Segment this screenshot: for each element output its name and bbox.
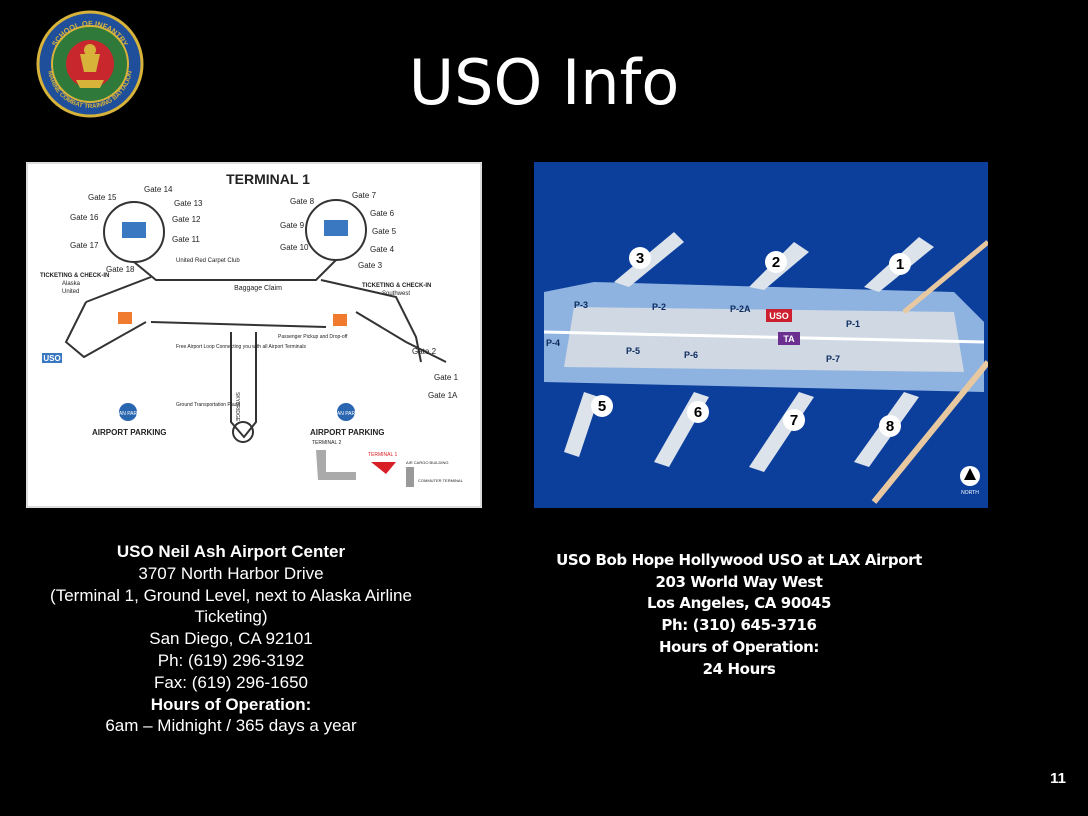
baggage-claim-label: Baggage Claim bbox=[234, 285, 282, 292]
gate-label: Gate 4 bbox=[370, 245, 395, 254]
terminal1-heading: TERMINAL 1 bbox=[226, 171, 310, 187]
gate-label: Gate 10 bbox=[280, 243, 309, 252]
parking-label: P-2 bbox=[652, 302, 666, 312]
san-diego-phone: Ph: (619) 296-3192 bbox=[157, 650, 305, 670]
terminal-number: 2 bbox=[772, 254, 780, 271]
terminal-badge bbox=[591, 395, 613, 417]
parking-label: P-4 bbox=[546, 338, 560, 348]
terminal-badge bbox=[889, 253, 911, 275]
terminal-badge bbox=[687, 401, 709, 423]
san-park-badge-left: SAN PARK bbox=[116, 411, 142, 417]
terminal-number: 5 bbox=[598, 398, 606, 415]
parking-label: P-6 bbox=[684, 350, 698, 360]
airport-parking-right: AIRPORT PARKING bbox=[310, 428, 385, 437]
north-label: NORTH bbox=[961, 490, 979, 496]
slide-title: USO Info bbox=[408, 46, 680, 119]
lax-uso-tag: USO bbox=[769, 311, 789, 321]
san-diego-terminal-map: TERMINAL 1 USO Gate 14 Gate 15 Gate 13 Gate… bbox=[26, 162, 482, 508]
inset-terminal2: TERMINAL 2 bbox=[312, 440, 341, 446]
lax-uso-info: USO Bob Hope Hollywood USO at LAX Airpor… bbox=[548, 550, 930, 680]
san-park-badge-right: SAN PARK bbox=[334, 411, 360, 417]
terminal-number: 7 bbox=[790, 412, 798, 429]
airport-parking-left: AIRPORT PARKING bbox=[92, 428, 167, 437]
ground-transport-label: Ground Transportation Plaza bbox=[176, 402, 240, 408]
lax-ta-tag: TA bbox=[783, 334, 795, 344]
ticketing-left-airline1: Alaska bbox=[62, 281, 81, 287]
san-diego-fax: Fax: (619) 296-1650 bbox=[153, 672, 309, 692]
terminal-number: 1 bbox=[896, 256, 904, 273]
san-diego-hours-label: Hours of Operation: bbox=[150, 694, 312, 714]
ticketing-right-label: TICKETING & CHECK-IN bbox=[362, 283, 431, 289]
terminal-badge bbox=[879, 415, 901, 437]
parking-label: P-2A bbox=[730, 304, 751, 314]
san-diego-city: San Diego, CA 92101 bbox=[149, 629, 313, 649]
gate-label: Gate 13 bbox=[174, 199, 203, 208]
inset-commuter: COMMUTER TERMINAL bbox=[418, 478, 464, 483]
san-diego-location-note: (Terminal 1, Ground Level, next to Alask… bbox=[50, 585, 412, 627]
terminal-number: 6 bbox=[694, 404, 702, 421]
lax-hours-label: Hours of Operation: bbox=[658, 637, 819, 656]
lax-phone: Ph: (310) 645-3716 bbox=[661, 616, 817, 635]
gate-label: Gate 9 bbox=[280, 221, 305, 230]
gate-label: Gate 7 bbox=[352, 191, 377, 200]
terminal-badge bbox=[783, 409, 805, 431]
school-of-infantry-seal: SCHOOL OF INFANTRY MARINE COMBAT TRAININ… bbox=[36, 10, 144, 118]
ticketing-right-airline: Southwest bbox=[382, 291, 410, 297]
page-number: 11 bbox=[1050, 770, 1066, 787]
gate-label: Gate 5 bbox=[372, 227, 397, 236]
gate-label: Gate 11 bbox=[172, 235, 200, 244]
inset-terminal1: TERMINAL 1 bbox=[368, 452, 397, 458]
san-diego-address: 3707 North Harbor Drive bbox=[138, 563, 324, 583]
lax-hours: 24 Hours bbox=[702, 659, 776, 678]
gate-label: Gate 1A bbox=[428, 391, 458, 400]
parking-label: P-1 bbox=[846, 319, 860, 329]
gate-label: Gate 17 bbox=[70, 241, 99, 250]
parking-label: P-5 bbox=[626, 346, 640, 356]
gate-label: Gate 16 bbox=[70, 213, 99, 222]
lax-city: Los Angeles, CA 90045 bbox=[646, 594, 831, 613]
gate-label: Gate 3 bbox=[358, 261, 383, 270]
gate-label: Gate 6 bbox=[370, 209, 395, 218]
airport-loop-label: Free Airport Loop Connecting you with al… bbox=[176, 344, 306, 350]
terminal-badge bbox=[629, 247, 651, 269]
parking-label: P-7 bbox=[826, 354, 840, 364]
terminal-badge bbox=[765, 251, 787, 273]
inset-air-cargo: AIR CARGO BUILDING bbox=[406, 460, 448, 465]
lax-address: 203 World Way West bbox=[655, 572, 823, 591]
san-diego-uso-info: USO Neil Ash Airport Center 3707 North H… bbox=[40, 541, 422, 737]
gate-label: Gate 15 bbox=[88, 193, 117, 202]
pickup-label: Passenger Pickup and Drop-off bbox=[278, 334, 348, 340]
gate-label: Gate 2 bbox=[412, 347, 437, 356]
parking-label: P-3 bbox=[574, 300, 588, 310]
ticketing-left-label: TICKETING & CHECK-IN bbox=[40, 273, 109, 279]
san-diego-uso-tag: USO bbox=[43, 354, 60, 363]
skybridge-label: SKYBRIDGE bbox=[234, 392, 240, 422]
terminal-number: 8 bbox=[886, 418, 894, 435]
lax-uso-name: USO Bob Hope Hollywood USO at LAX Airpor… bbox=[556, 551, 922, 569]
gate-label: Gate 8 bbox=[290, 197, 315, 206]
gate-label: Gate 12 bbox=[172, 215, 201, 224]
san-diego-uso-name: USO Neil Ash Airport Center bbox=[116, 542, 346, 561]
red-carpet-label: United Red Carpet Club bbox=[176, 258, 240, 264]
ticketing-left-airline2: United bbox=[62, 289, 79, 295]
gate-label: Gate 1 bbox=[434, 373, 459, 382]
terminal-number: 3 bbox=[636, 250, 644, 267]
san-diego-hours: 6am – Midnight / 365 days a year bbox=[105, 716, 357, 736]
gate-label: Gate 18 bbox=[106, 265, 135, 274]
gate-label: Gate 14 bbox=[144, 185, 173, 194]
